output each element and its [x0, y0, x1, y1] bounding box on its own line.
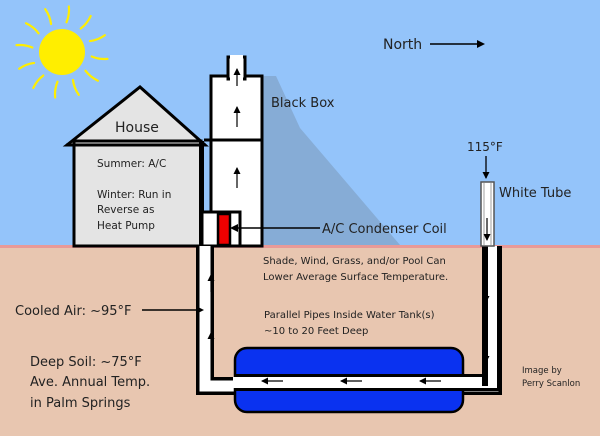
north-label: North	[383, 37, 422, 53]
tube-temp-label: 115°F	[467, 140, 503, 154]
sun-ray	[88, 34, 106, 43]
sun-ray	[79, 14, 92, 30]
shade-label-line1: Shade, Wind, Grass, and/or Pool Can	[263, 256, 446, 267]
ground-line	[0, 245, 600, 248]
sun-ray	[53, 80, 59, 99]
credit-line1: Image by	[522, 366, 562, 376]
sun-ray	[18, 61, 36, 70]
deep-soil-label-line2: Ave. Annual Temp.	[30, 375, 150, 390]
condenser-label: A/C Condenser Coil	[322, 222, 447, 237]
black-box-label: Black Box	[271, 96, 335, 111]
summer-label: Summer: A/C	[97, 158, 166, 170]
winter-label-line3: Heat Pump	[97, 220, 155, 232]
sun-ray	[15, 43, 34, 49]
white-tube-label: White Tube	[499, 186, 571, 201]
sun-ray	[65, 5, 71, 24]
sun-ray	[90, 55, 109, 61]
flow-arrows	[207, 274, 490, 385]
sun-ray	[44, 8, 53, 26]
winter-label-line1: Winter: Run in	[97, 189, 171, 201]
sun-ray	[32, 74, 45, 90]
cooled-air-label: Cooled Air: ~95°F	[15, 304, 132, 319]
winter-label-line2: Reverse as	[97, 204, 154, 216]
pipes-label-line2: ~10 to 20 Feet Deep	[264, 326, 368, 337]
black-box-shadow	[262, 76, 400, 245]
house	[62, 85, 209, 248]
sun-ray	[84, 69, 100, 82]
deep-soil-label-line1: Deep Soil: ~75°F	[30, 355, 142, 370]
sun-icon	[15, 5, 109, 99]
sun-ray	[24, 22, 40, 35]
credit-line2: Perry Scanlon	[522, 379, 580, 389]
house-label: House	[115, 120, 159, 136]
shade-label-line2: Lower Average Surface Temperature.	[263, 272, 448, 283]
ac-condenser-coil	[200, 210, 242, 248]
white-tube	[480, 181, 495, 247]
pipes-label-line1: Parallel Pipes Inside Water Tank(s)	[264, 310, 435, 321]
water-tank	[233, 346, 465, 414]
sun-ray	[71, 78, 80, 96]
deep-soil-label-line3: in Palm Springs	[30, 396, 131, 411]
